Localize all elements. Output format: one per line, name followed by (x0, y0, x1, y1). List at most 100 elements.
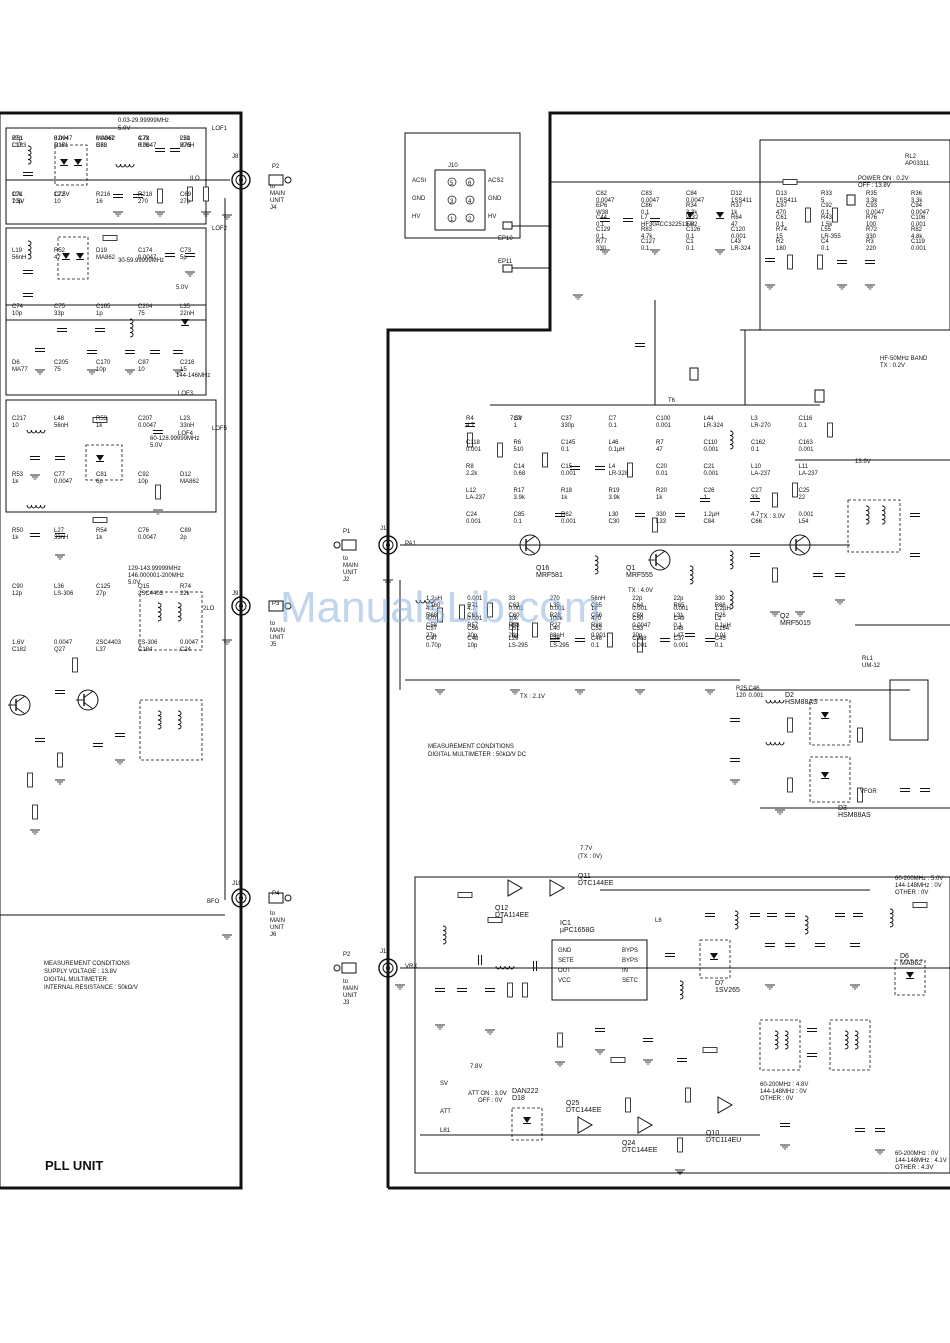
pll-part-ref: C90 (12, 584, 24, 590)
device-label: IC1 (560, 920, 571, 927)
main-part-ref: C30 (609, 519, 621, 525)
pll-unit-section (0, 111, 292, 1190)
voltage-note: TX : 2.1V (520, 694, 545, 700)
main-part-ref: L43 (731, 239, 742, 245)
main-part-ref: 22 (799, 495, 806, 501)
device-label: HSM88AS (785, 699, 818, 706)
main-part-ref: R62 (561, 512, 573, 518)
jack-pin-number: 5 (450, 181, 454, 187)
main-part-ref: LR-328 (609, 471, 629, 477)
main-part-ref: 0.1 (821, 210, 830, 216)
main-part-ref: C1 (686, 239, 694, 245)
main-part-ref: 1SS411 (731, 198, 753, 204)
pll-plug-label: P4 (272, 891, 280, 897)
main-part-ref: R35 (866, 191, 878, 197)
main-part-ref: W32 (686, 215, 699, 221)
pll-part-ref: C74 (12, 304, 24, 310)
main-part-ref: C20 (656, 464, 668, 470)
ic-pin-label: VCC (558, 978, 571, 984)
main-part-ref: 0.001 (799, 512, 815, 518)
main-part-ref: C92 (821, 203, 833, 209)
pll-part-ref: C217 (12, 416, 27, 422)
pll-part-ref: 10k (12, 192, 23, 198)
main-part-ref: C21 (704, 464, 716, 470)
main-part-ref: R77 (596, 239, 608, 245)
pll-destination-label: UNIT (270, 198, 284, 204)
voltage-note: TX : 4.0V (628, 588, 653, 594)
pll-part-ref: R216 (96, 192, 111, 198)
main-part-ref: 5 (821, 198, 825, 204)
main-part-ref: 1 (704, 495, 708, 501)
main-part-ref: C56 (591, 613, 603, 619)
main-destination-label: UNIT (343, 570, 357, 576)
main-part-ref: C116 (799, 416, 814, 422)
pll-part-ref: C89 (180, 528, 192, 534)
main-part-ref: R83 (641, 227, 653, 233)
main-part-ref: 0.1 (799, 423, 808, 429)
main-part-ref: R37 (731, 203, 743, 209)
main-part-ref: L3 (751, 416, 758, 422)
main-part-ref: 0.1 (596, 234, 605, 240)
main-part-ref: C60 (509, 613, 521, 619)
device-label: Q12 (495, 905, 508, 912)
pll-part-ref: C184 (138, 647, 153, 653)
device-label: MRF581 (536, 572, 563, 579)
main-part-ref: LR-355 (821, 234, 841, 240)
main-destination-label: MAIN (343, 563, 358, 569)
pll-part-ref: R51 (12, 136, 24, 142)
pll-part-ref: R76 (138, 143, 150, 149)
main-part-ref: C49 (674, 616, 686, 622)
pll-part-ref: 0.0047 (180, 640, 199, 646)
main-part-ref: 10p (467, 643, 478, 649)
ic-pin-label: GND (558, 948, 572, 954)
main-part-ref: C66 (751, 519, 763, 525)
main-part-ref: 33 (751, 495, 758, 501)
pll-part-ref: R50 (12, 528, 24, 534)
main-part-ref: 510 (514, 447, 525, 453)
pll-destination-label: MAIN (270, 628, 285, 634)
pll-part-ref: 0.0047 (138, 423, 157, 429)
device-label: µPC1658G (560, 927, 595, 934)
pll-part-ref: Q15 (138, 584, 150, 590)
main-part-ref: R25 (736, 686, 748, 692)
pll-part-ref: R53 (96, 416, 108, 422)
jack-pin-number: 1 (450, 217, 454, 223)
pll-part-ref: C68 (96, 143, 108, 149)
main-part-ref: 3.9k (514, 495, 526, 501)
pll-part-ref: 0.0047 (54, 640, 73, 646)
main-part-ref: R18 (561, 488, 573, 494)
main-part-ref: C87 (776, 203, 788, 209)
main-part-ref: C100 (656, 416, 671, 422)
voltage-note: OFF : 0V (478, 1098, 502, 1104)
main-part-ref: C86 (641, 203, 653, 209)
pll-destination-label: UNIT (270, 925, 284, 931)
main-part-ref: 0.001 (550, 606, 566, 612)
pll-part-ref: C216 (180, 360, 195, 366)
pll-destination-label: J6 (270, 932, 277, 938)
main-part-ref: C82 (596, 191, 608, 197)
main-unit-section (333, 111, 950, 1190)
main-part-ref: 0.01 (656, 471, 668, 477)
pll-measurement-line: INTERNAL RESISTANCE : 50kΩ/V (44, 985, 138, 991)
device-label: Q24 (622, 1140, 635, 1147)
main-part-ref: R76 (866, 215, 878, 221)
pll-destination-label: MAIN (270, 191, 285, 197)
main-part-ref: 100k (550, 616, 564, 622)
main-part-ref: 0.001 (704, 471, 720, 477)
ep-label: EP10 (498, 236, 513, 242)
main-part-ref: C25 (799, 488, 811, 494)
main-part-ref: R6 (514, 440, 522, 446)
main-part-ref: 0.1 (591, 643, 600, 649)
main-part-ref: 22p (632, 596, 643, 602)
pll-part-ref: R74 (180, 584, 192, 590)
voltage-note: 144-148MHz : 0V (895, 883, 942, 889)
pll-part-ref: 0.0047 (96, 136, 115, 142)
main-part-ref: 15 (776, 234, 783, 240)
pll-part-ref: 75 (54, 367, 61, 373)
device-label: MRF555 (626, 572, 653, 579)
pll-part-ref: 0.0047 (54, 479, 73, 485)
main-part-ref: L47 (674, 633, 685, 639)
main-part-ref: 470 (426, 616, 437, 622)
main-part-ref: 0.0047 (596, 198, 615, 204)
pll-part-ref: C165 (96, 304, 111, 310)
